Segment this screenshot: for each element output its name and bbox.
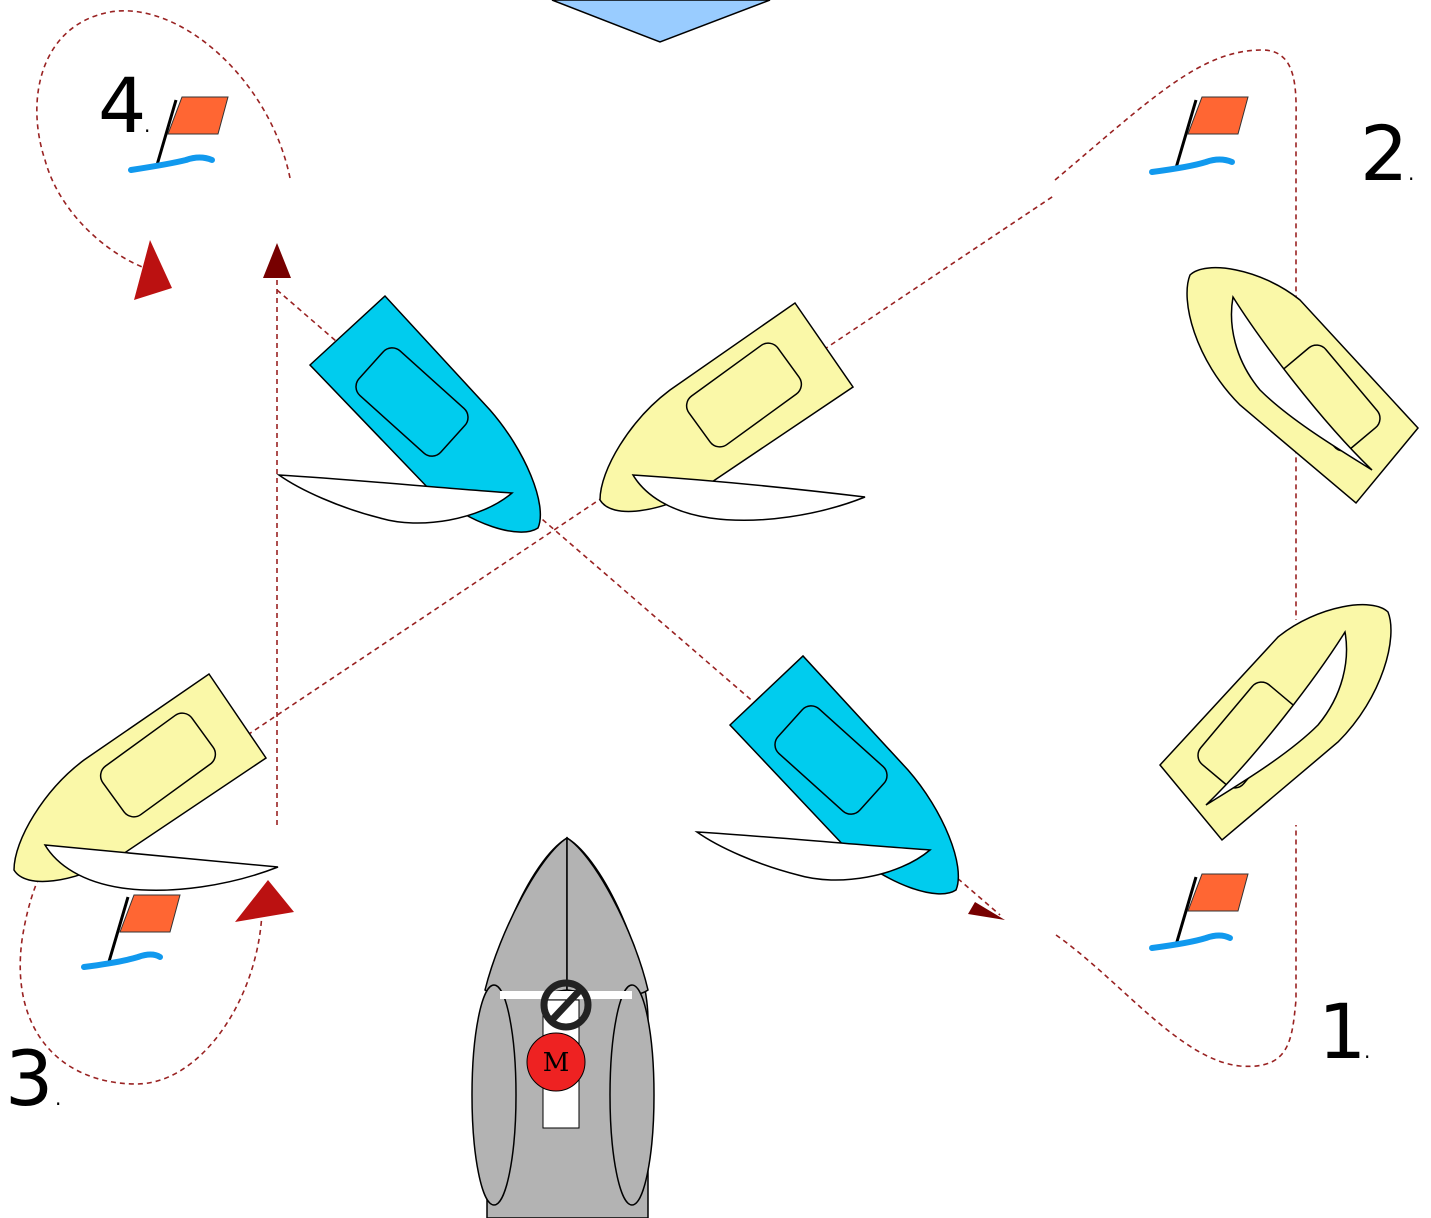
svg-text:2: 2	[1360, 109, 1408, 198]
yellow-sailboat-upper	[600, 303, 865, 520]
engine-badge: M	[527, 1033, 585, 1091]
arrow-down-right-icon	[968, 902, 1005, 920]
svg-text:1: 1	[1318, 987, 1366, 1076]
svg-text:.: .	[1364, 1039, 1370, 1063]
svg-text:.: .	[144, 113, 150, 137]
arrow-up-icon	[263, 243, 291, 278]
svg-text:.: .	[1408, 161, 1414, 185]
mark-label-1: 1 .	[1318, 987, 1370, 1076]
yellow-sailboat-right-upper	[1187, 268, 1418, 503]
blue-sailboat-lower	[697, 656, 958, 894]
mark-flag-1	[1152, 874, 1248, 948]
blue-sailboat-upper	[279, 296, 540, 532]
mark-flag-2	[1152, 97, 1248, 172]
arrow-mark3-icon	[235, 880, 294, 922]
course-lines	[20, 11, 1296, 1084]
mark-label-4: 4 .	[98, 61, 150, 150]
water-area	[552, 0, 770, 42]
yellow-sailboat-right-lower	[1160, 605, 1391, 840]
arrow-mark4-icon	[134, 240, 172, 300]
mark-flag-3	[84, 895, 180, 967]
engine-label: M	[543, 1048, 570, 1078]
mark-label-3: 3 .	[5, 1034, 61, 1123]
svg-text:4: 4	[98, 61, 146, 150]
svg-text:3: 3	[5, 1034, 53, 1123]
svg-text:.: .	[55, 1086, 61, 1110]
course-line-mark3-loop	[20, 860, 262, 1084]
yellow-sailboat-lower-left	[14, 674, 278, 890]
mark-label-2: 2 .	[1360, 109, 1414, 198]
